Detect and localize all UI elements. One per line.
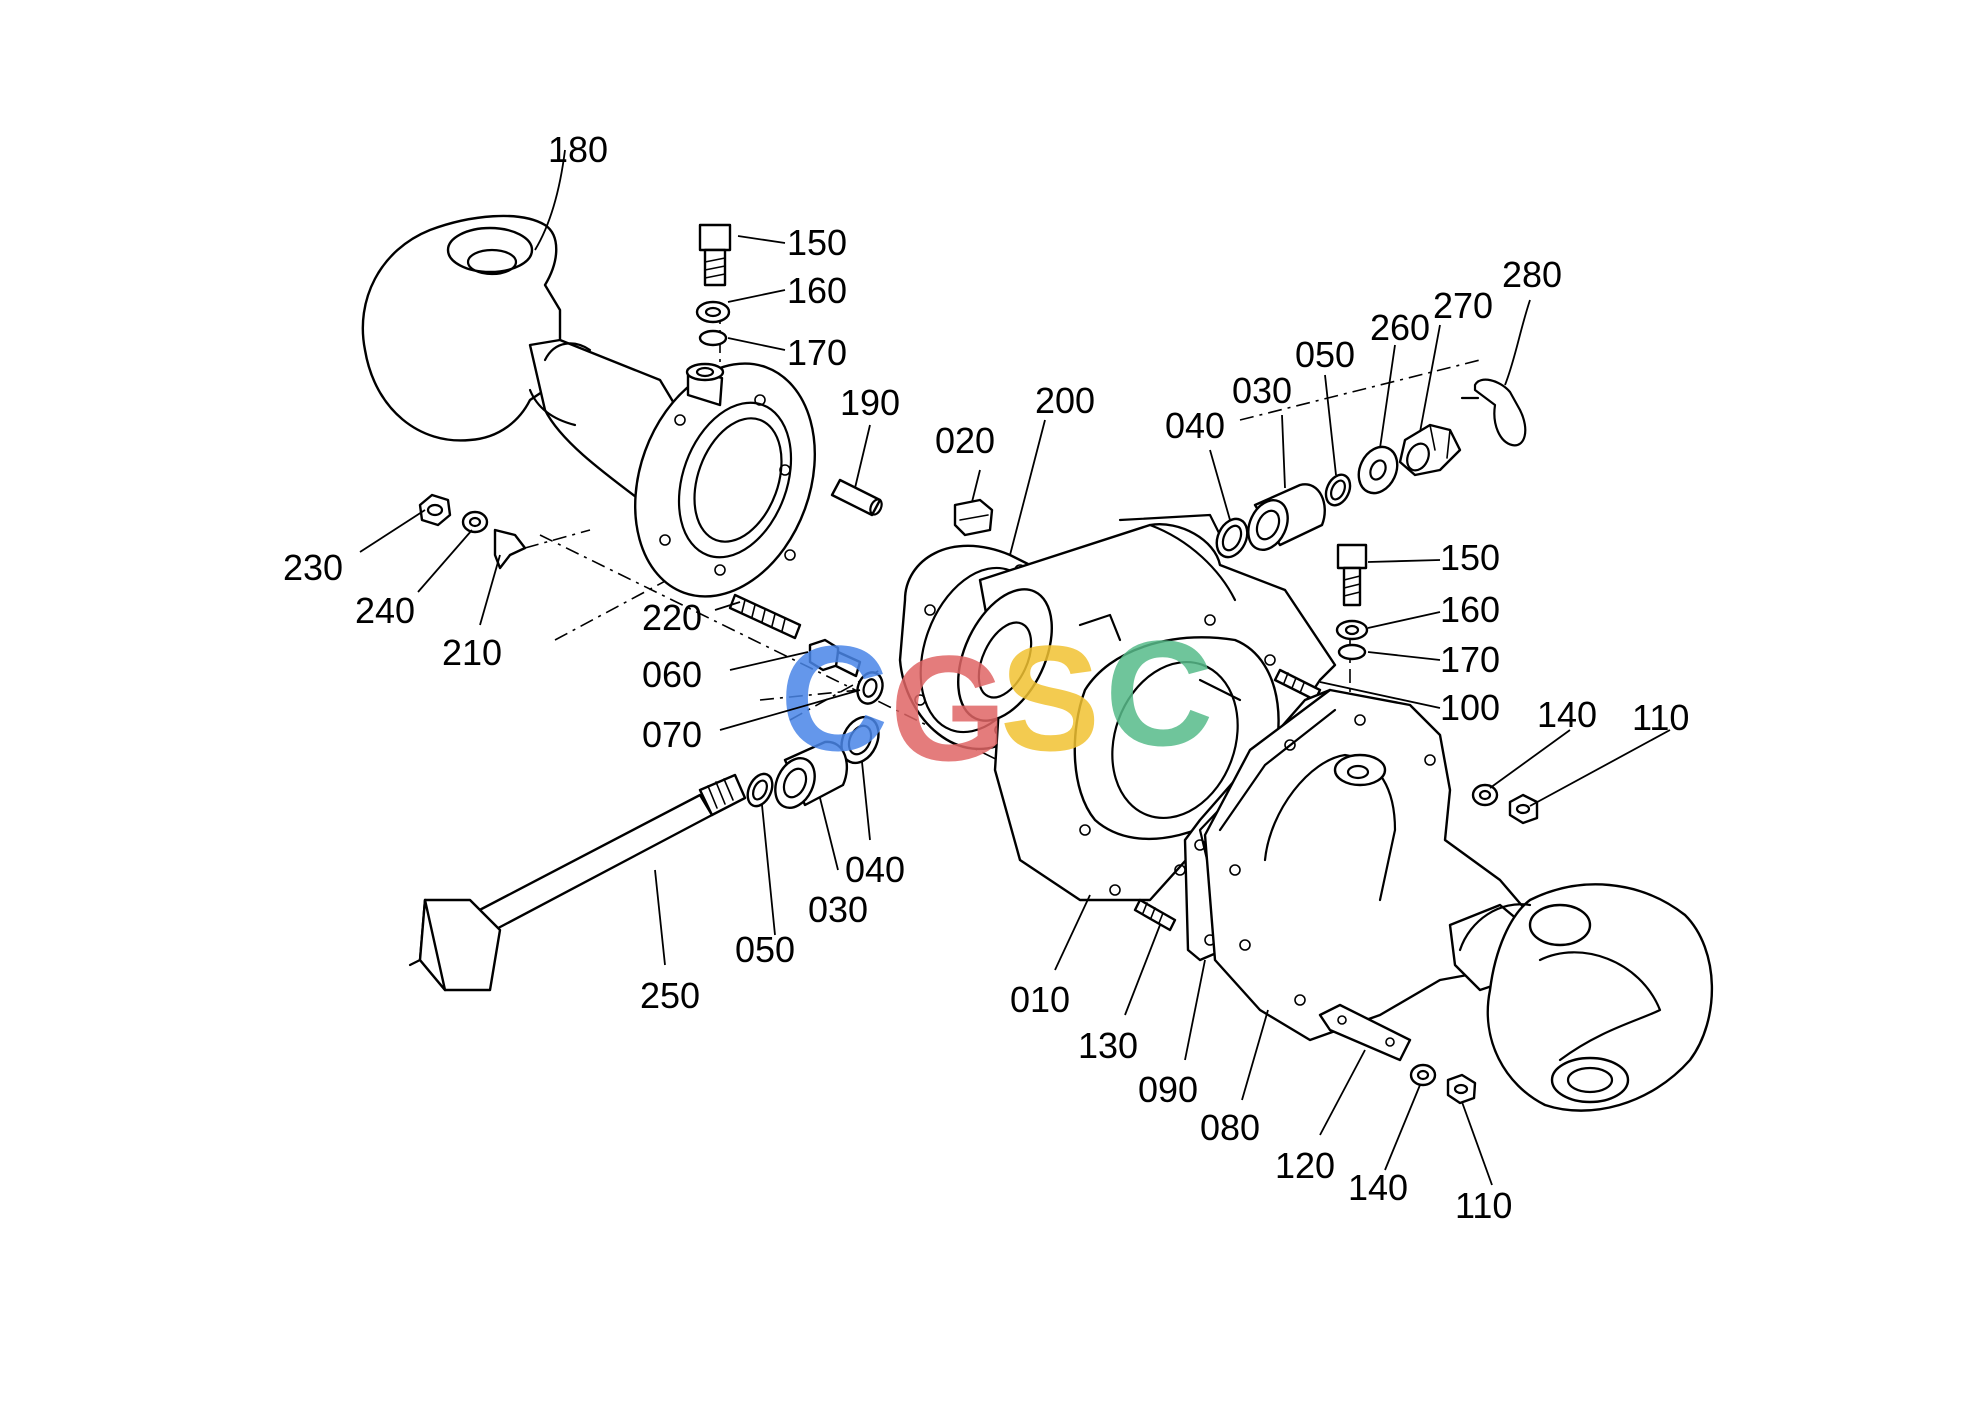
callout-160-right: 160 — [1440, 589, 1500, 630]
lock-plate — [1318, 1003, 1412, 1062]
callout-060: 060 — [642, 654, 702, 695]
axle-shaft — [408, 773, 747, 992]
stud-bolt-upper — [1273, 668, 1322, 702]
callout-230: 230 — [283, 547, 343, 588]
callout-130: 130 — [1078, 1025, 1138, 1066]
nut-washer-right — [1471, 783, 1539, 825]
callout-040-upper: 040 — [1165, 405, 1225, 446]
watermark-letter-3: S — [1000, 614, 1100, 782]
callout-150-upper: 150 — [787, 222, 847, 263]
nut-washer-lower — [1409, 1063, 1477, 1105]
stud-bolt-lower — [1133, 898, 1177, 932]
nut-washer-lock-left — [418, 493, 591, 570]
callout-190: 190 — [840, 382, 900, 423]
callout-250: 250 — [640, 975, 700, 1016]
callout-040-lower: 040 — [845, 849, 905, 890]
watermark-letter-4: C — [1105, 609, 1213, 777]
callout-100: 100 — [1440, 687, 1500, 728]
callout-120: 120 — [1275, 1145, 1335, 1186]
callout-110-right: 110 — [1632, 697, 1689, 738]
callout-220: 220 — [642, 597, 702, 638]
watermark: C G S C — [780, 609, 1213, 792]
plug-and-oring — [808, 638, 884, 705]
callout-050-upper: 050 — [1295, 334, 1355, 375]
callout-170-upper: 170 — [787, 332, 847, 373]
callout-050-lower: 050 — [735, 929, 795, 970]
callout-260: 260 — [1370, 307, 1430, 348]
callout-280: 280 — [1502, 254, 1562, 295]
callout-030-lower: 030 — [808, 889, 868, 930]
stud-bolt — [728, 593, 802, 640]
callout-020: 020 — [935, 420, 995, 461]
callout-160-upper: 160 — [787, 270, 847, 311]
filler-plug — [953, 498, 994, 537]
differential-case — [957, 513, 1337, 902]
callout-270: 270 — [1433, 285, 1493, 326]
callout-080: 080 — [1200, 1107, 1260, 1148]
right-axle-housing — [1203, 688, 1714, 1112]
left-axle-housing — [361, 214, 817, 598]
callout-030-upper: 030 — [1232, 370, 1292, 411]
callout-090: 090 — [1138, 1069, 1198, 1110]
callout-140-right: 140 — [1537, 694, 1597, 735]
callout-210: 210 — [442, 632, 502, 673]
callout-110-lower: 110 — [1455, 1185, 1512, 1226]
leader-lines — [359, 149, 1671, 1186]
callout-170-right: 170 — [1440, 639, 1500, 680]
callout-140-lower: 140 — [1348, 1167, 1408, 1208]
callout-010: 010 — [1010, 979, 1070, 1020]
callout-180: 180 — [548, 129, 608, 170]
dowel-pin — [830, 478, 883, 517]
bolt-set-upper-left — [695, 223, 732, 347]
bearing-stack-lower — [746, 715, 880, 809]
callout-070: 070 — [642, 714, 702, 755]
callout-150-right: 150 — [1440, 537, 1500, 578]
bearing-stack-upper — [1215, 378, 1527, 559]
callout-labels: 180 150 160 170 190 200 020 040 030 050 … — [283, 129, 1689, 1226]
callout-200: 200 — [1035, 380, 1095, 421]
watermark-letter-2: G — [890, 624, 1007, 792]
callout-240: 240 — [355, 590, 415, 631]
bolt-set-right — [1335, 543, 1369, 661]
